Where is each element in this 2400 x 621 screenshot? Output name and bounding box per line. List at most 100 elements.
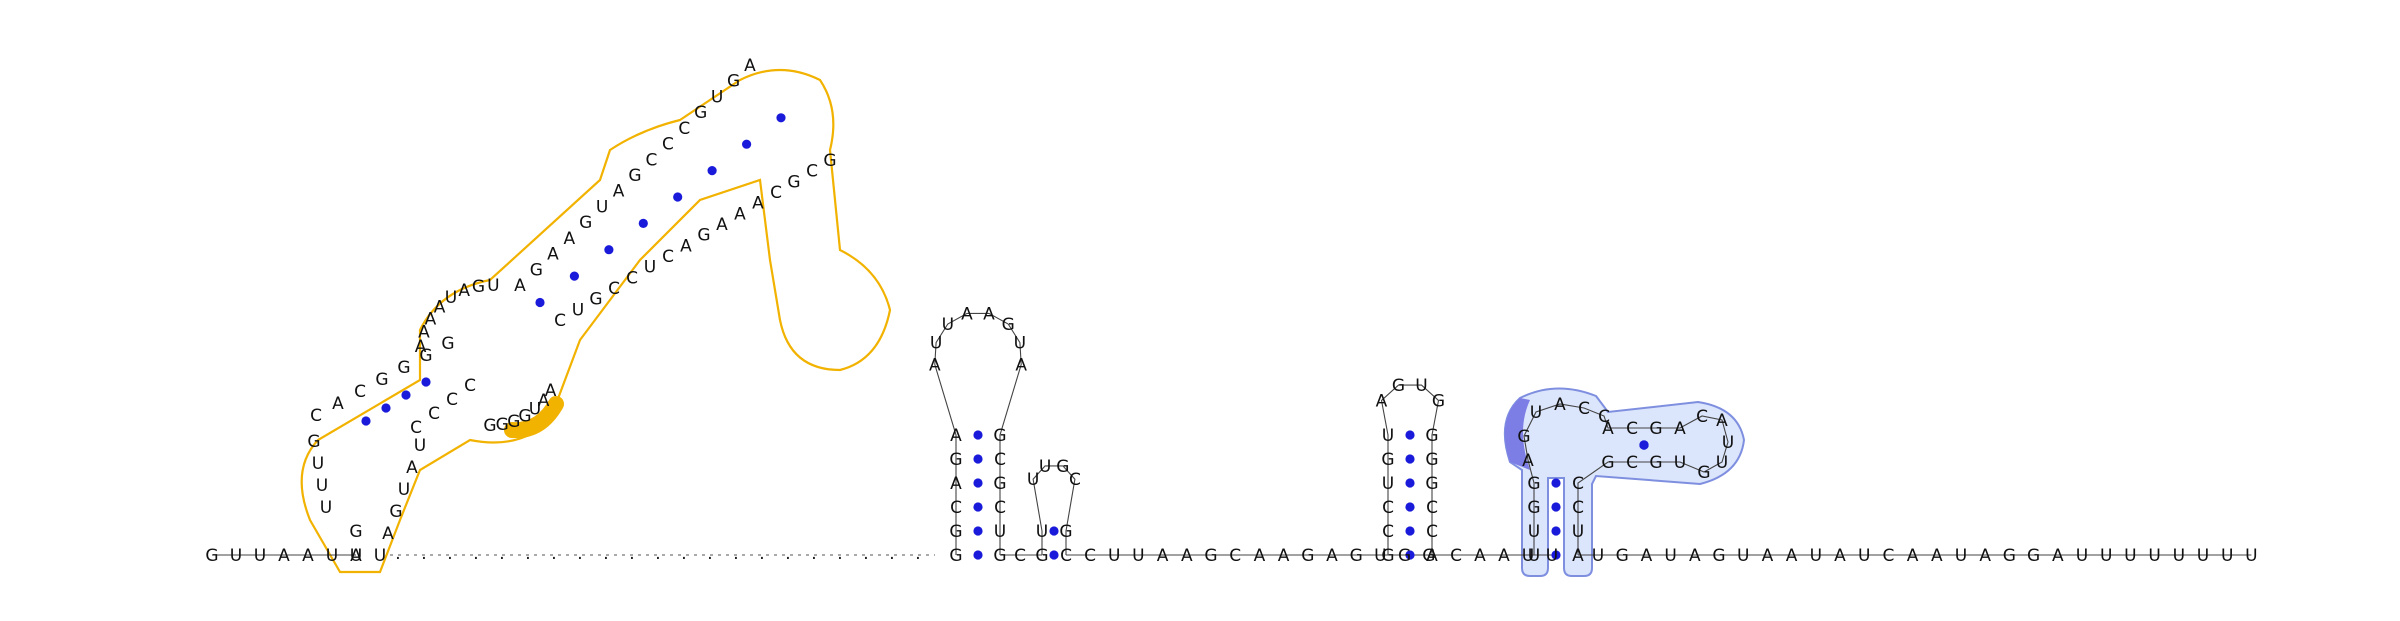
nucleotide-helix-2: C [678,119,690,139]
nucleotide-internal-loop: A [545,381,557,401]
base-pair-dot [381,403,391,413]
missing-region-marker: . [499,544,504,564]
nucleotide-helix-2: A [514,276,526,296]
base-pair-dot [973,550,983,560]
nucleotide-linker: A [1278,546,1290,566]
base-pair-dot [973,478,983,488]
nucleotide-helix-2: A [680,236,692,256]
nucleotide-linker: G [1301,546,1314,566]
nucleotide-linker: A [1326,546,1338,566]
nucleotide-linker: A [1181,546,1193,566]
nucleotide-hairpin-1-loop: U [930,334,942,354]
nucleotide-helix-2: G [694,103,707,123]
nucleotide-hairpin-1-stem: G [993,546,1006,566]
nucleotide-hairpin-3-stem: G [1381,546,1394,566]
nucleotide-helix-1: G [441,334,454,354]
nucleotide-three-prime-tail: C [1882,546,1894,566]
nucleotide-internal-loop: A [434,298,446,318]
nucleotide-pseudoknot-arm: U [1528,546,1540,566]
nucleotide-helix-1: U [350,546,362,566]
nucleotide-hairpin-2-stem: C [1060,546,1072,566]
nucleotide-three-prime-tail: U [1592,546,1604,566]
nucleotide-helix-1: G [419,346,432,366]
nucleotide-three-prime-tail: A [1786,546,1798,566]
nucleotide-three-prime-tail: U [2124,546,2136,566]
nucleotide-pseudoknot-loop: G [1697,463,1710,483]
nucleotide-helix-2: A [563,229,575,249]
nucleotide-hairpin-1-stem: C [994,498,1006,518]
missing-region-marker: . [915,544,920,564]
nucleotide-hairpin-1-loop: A [961,304,973,324]
nucleotide-five-prime-tail: A [350,546,362,566]
base-pair-dot [1551,550,1561,560]
nucleotide-pseudoknot-arm: A [1572,546,1584,566]
nucleotide-helix-2: U [596,197,608,217]
nucleotide-linker: G [1204,546,1217,566]
base-pair-dot [973,526,983,536]
nucleotide-hairpin-1-stem: G [949,450,962,470]
base-pair-dot [1405,478,1415,488]
nucleotide-helix-1: C [354,382,366,402]
backbone-segment [1380,384,1440,555]
nucleotide-three-prime-tail: A [1762,546,1774,566]
nucleotide-linker: C [1084,546,1096,566]
nucleotide-hairpin-3-stem: G [1425,474,1438,494]
nucleotide-three-prime-tail: A [1979,546,1991,566]
nucleotide-helix-1: U [316,476,328,496]
nucleotide-helix-2: G [589,290,602,310]
nucleotide-hairpin-3-stem: G [1381,450,1394,470]
nucleotide-pseudoknot-arm: U [1572,522,1584,542]
missing-region-marker: . [889,544,894,564]
base-pair-dot [361,416,371,426]
nucleotide-helix-2: G [727,72,740,92]
nucleotide-hairpin-3-stem: C [1426,522,1438,542]
nucleotide-pseudoknot-loop: C [1578,399,1590,419]
base-pair-dot [421,377,431,387]
nucleotide-three-prime-tail: A [1641,546,1653,566]
nucleotide-pseudoknot-loop: U [1716,453,1728,473]
nucleotide-linker: U [1522,546,1534,566]
nucleotide-hairpin-1-loop: G [1002,315,1015,335]
nucleotide-three-prime-tail: A [1689,546,1701,566]
nucleotide-pseudoknot-arm: G [1517,427,1530,447]
nucleotide-hairpin-3-loop: G [1392,376,1405,396]
base-pair-dot [1405,526,1415,536]
nucleotide-helix-1: C [428,404,440,424]
base-pair-dot [707,166,717,176]
missing-region-marker: . [395,544,400,564]
nucleotide-internal-loop: A [418,323,430,343]
base-pair-dot [1405,454,1415,464]
nucleotide-helix-1: A [382,524,394,544]
nucleotide-internal-loop: A [458,281,470,301]
nucleotide-helix-1: G [389,502,402,522]
nucleotide-pseudoknot-arm: C [1572,474,1584,494]
nucleotide-helix-1: U [414,436,426,456]
nucleotide-internal-loop: G [496,415,509,435]
nucleotide-three-prime-tail: U [1858,546,1870,566]
base-pair-dot [1405,550,1415,560]
nucleotide-hairpin-3-stem: U [1382,474,1394,494]
nucleotide-helix-2: A [547,245,559,265]
missing-region-marker: . [421,544,426,564]
nucleotide-helix-1: G [349,522,362,542]
nucleotide-hairpin-3-stem: C [1426,498,1438,518]
base-pair-dot [1551,526,1561,536]
nucleotide-three-prime-tail: U [2245,546,2257,566]
nucleotide-five-prime-tail: A [302,546,314,566]
nucleotide-hairpin-1-stem: G [949,546,962,566]
nucleotide-helix-2: C [662,247,674,267]
nucleotide-three-prime-tail: A [1907,546,1919,566]
nucleotide-pseudoknot-loop: C [1696,407,1708,427]
nucleotide-linker: A [1157,546,1169,566]
nucleotide-hairpin-2-loop: U [1027,470,1039,490]
nucleotide-hairpin-1-stem: A [950,426,962,446]
nucleotide-linker: G [1398,546,1411,566]
base-pair-dot [535,297,545,308]
nucleotide-pseudoknot-stem: A [1674,419,1686,439]
nucleotide-pseudoknot-stem: A [1602,419,1614,439]
nucleotide-three-prime-tail: U [2197,546,2209,566]
base-pair-dot [1639,440,1649,450]
nucleotide-hairpin-1-loop: A [983,304,995,324]
nucleotide-hairpin-2-stem: G [1059,522,1072,542]
